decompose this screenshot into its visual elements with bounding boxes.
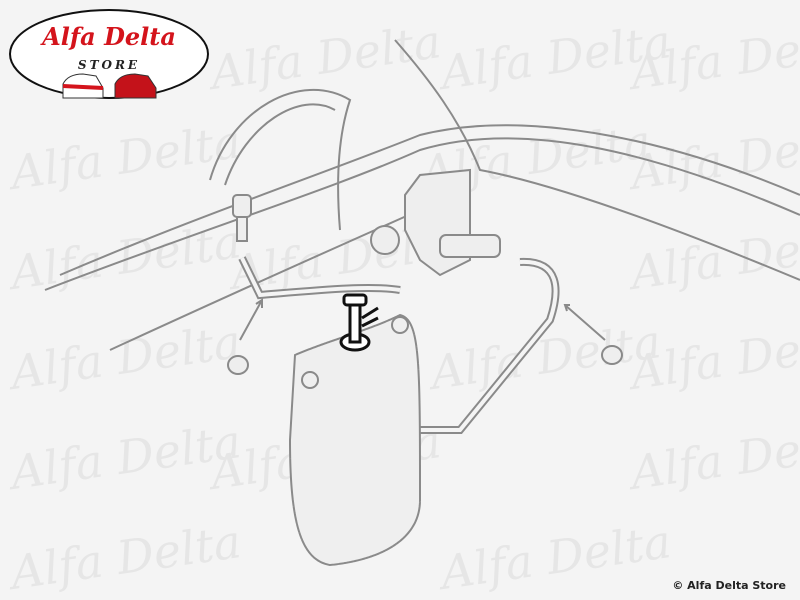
body-line bbox=[44, 137, 800, 291]
grommet bbox=[227, 355, 249, 375]
car-icon bbox=[114, 73, 157, 99]
logo-subtitle: STORE bbox=[77, 58, 141, 72]
arrow bbox=[239, 298, 263, 341]
washer-pump bbox=[370, 168, 501, 277]
body-line bbox=[394, 39, 800, 281]
logo-oval bbox=[9, 9, 209, 99]
washer-reservoir bbox=[288, 313, 422, 567]
mounting-hole bbox=[391, 316, 409, 334]
reservoir-cap-highlighted bbox=[339, 293, 379, 352]
jet-connector bbox=[232, 194, 252, 242]
body-line bbox=[59, 124, 800, 276]
wheel-arch bbox=[224, 103, 336, 186]
hose-right bbox=[420, 257, 560, 434]
arrow bbox=[563, 304, 606, 341]
wheel-arch bbox=[209, 89, 352, 231]
store-logo[interactable]: Alfa Delta STORE bbox=[8, 8, 210, 100]
mounting-hole bbox=[301, 371, 319, 389]
car-icon bbox=[62, 73, 104, 99]
grommet bbox=[601, 345, 623, 365]
logo-title: Alfa Delta bbox=[42, 22, 176, 51]
copyright-notice: © Alfa Delta Store bbox=[672, 579, 786, 592]
